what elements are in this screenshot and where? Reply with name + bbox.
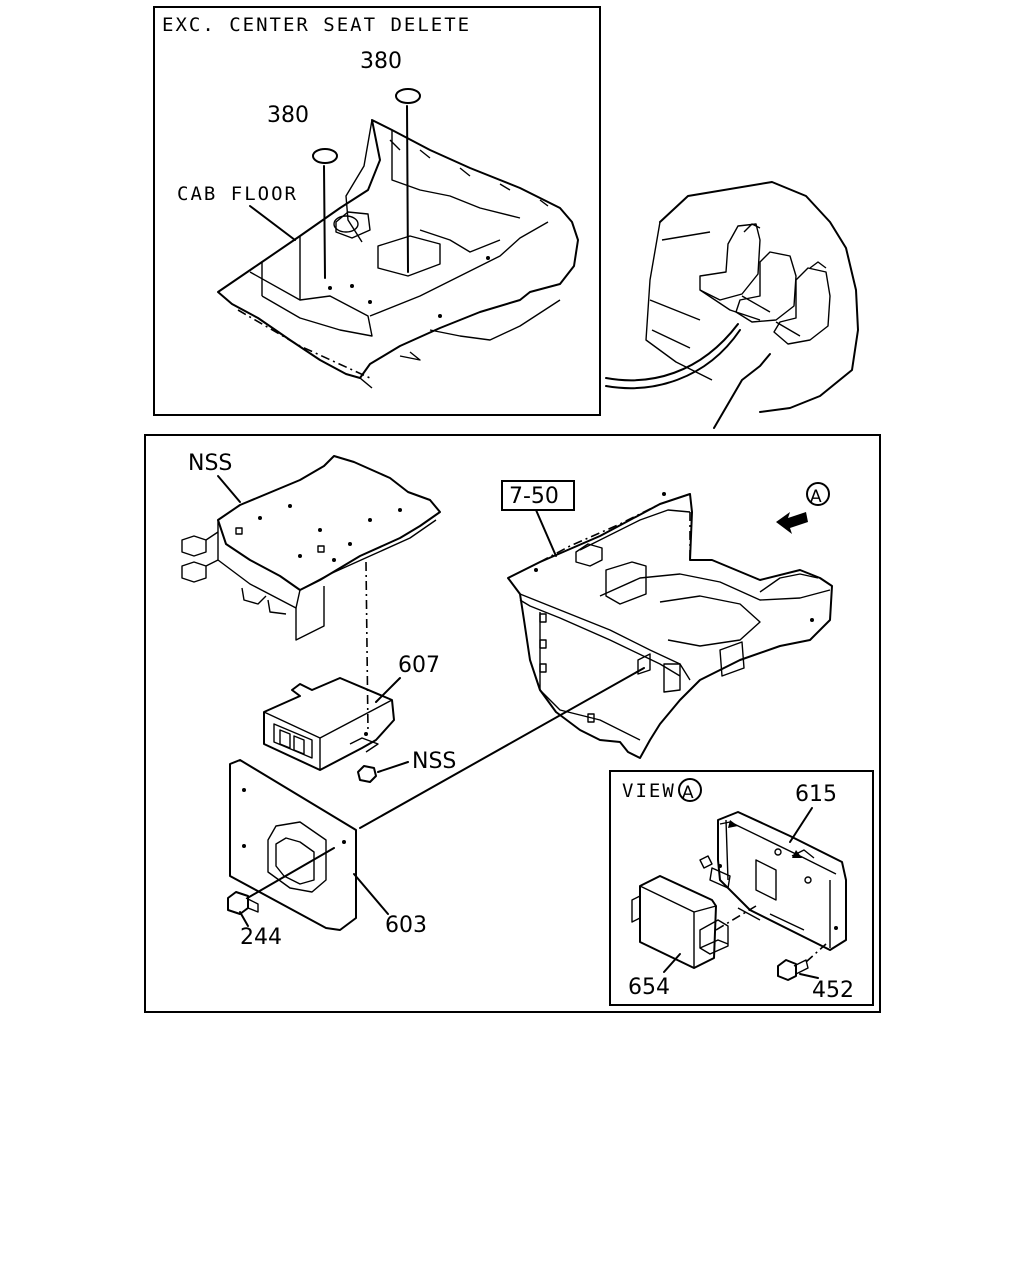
leader-452 (799, 973, 819, 979)
cab-floor-drawing (217, 119, 579, 389)
module-654-drawing (631, 875, 729, 969)
bracket-drawing (181, 455, 441, 641)
label-nss-bracket: NSS (188, 451, 232, 476)
bolt-452-icon (777, 959, 809, 981)
view-inset-frame (609, 770, 874, 1006)
module-607-drawing (263, 677, 395, 771)
leader-244 (239, 911, 249, 927)
label-615: 615 (795, 782, 837, 807)
view-inset-title: VIEW (622, 780, 676, 802)
label-603: 603 (385, 913, 427, 938)
leader-7-50 (535, 509, 557, 557)
pointer-line-1 (605, 323, 739, 382)
ref-7-50-box (501, 480, 575, 511)
label-cab-floor: CAB FLOOR (177, 183, 298, 205)
label-ref-7-50: 7-50 (509, 484, 559, 509)
panel-603-drawing (229, 759, 357, 931)
main-frame (144, 434, 881, 1013)
leader-603 (353, 873, 389, 915)
leader-380-b (323, 165, 326, 279)
leader-654-to-bracket (715, 905, 757, 931)
cab-seat-view (605, 181, 859, 429)
leader-nss-nut (377, 761, 409, 773)
top-inset-frame (153, 6, 601, 416)
leader-panel-to-frame (359, 667, 645, 829)
leader-nss-bracket (217, 475, 241, 503)
label-380-a: 380 (360, 49, 402, 74)
view-inset-marker-circle (678, 778, 702, 802)
label-nss-nut: NSS (412, 749, 456, 774)
plug-380-a (395, 88, 421, 104)
leader-380-a (406, 105, 409, 273)
view-inset-marker: A (682, 783, 694, 803)
leader-bracket-to-607 (365, 561, 369, 733)
leader-615 (789, 807, 813, 843)
leader-cab-floor (249, 205, 296, 241)
top-inset: EXC. CENTER SEAT DELETE 380 380 CAB FLOO… (153, 6, 601, 416)
main-diagram: NSS 7-50 A (144, 434, 881, 1013)
view-arrow-icon (776, 512, 808, 534)
label-452: 452 (812, 978, 854, 1003)
plug-380-b (312, 148, 338, 164)
leader-654 (663, 953, 681, 973)
view-inset: VIEW A 615 (609, 770, 874, 1006)
label-244: 244 (240, 925, 282, 950)
bolt-244-icon (227, 891, 259, 915)
top-inset-title: EXC. CENTER SEAT DELETE (162, 14, 471, 36)
label-607: 607 (398, 653, 440, 678)
leader-452-to-bracket (805, 943, 827, 963)
pointer-line-2 (713, 353, 771, 429)
nss-nut-icon (357, 765, 377, 783)
floor-frame-drawing (507, 492, 833, 759)
pointer-line-1b (605, 329, 741, 390)
leader-bolt-to-panel (243, 847, 335, 901)
label-view-marker: A (810, 487, 822, 507)
view-marker-circle (806, 482, 830, 506)
leader-607 (375, 677, 401, 703)
bracket-615-drawing (699, 811, 847, 951)
label-380-b: 380 (267, 103, 309, 128)
label-654: 654 (628, 975, 670, 1000)
